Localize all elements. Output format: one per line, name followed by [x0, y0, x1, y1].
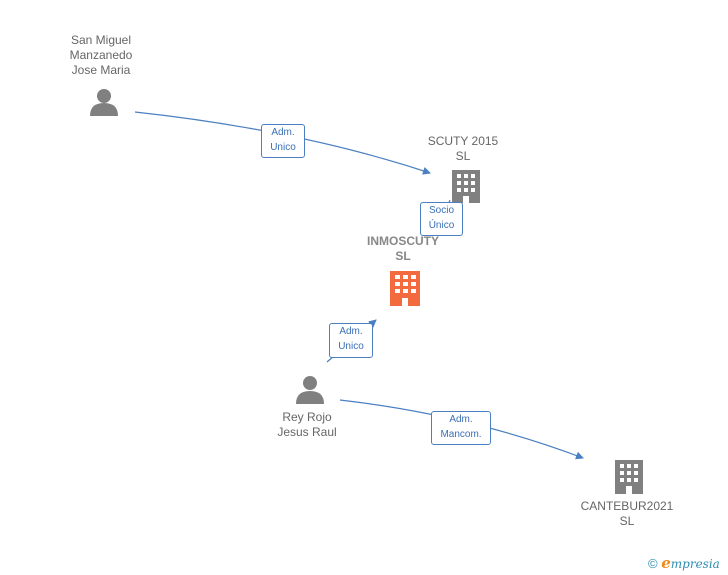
node-label-scuty-2015[interactable]: SCUTY 2015 SL — [427, 134, 499, 163]
building-icon[interactable] — [615, 460, 643, 494]
building-icon[interactable] — [452, 170, 480, 203]
brand-name: empresia — [661, 554, 720, 572]
building-icon[interactable] — [390, 271, 420, 306]
edge-label-adm-unico[interactable]: Adm. Unico — [329, 323, 373, 358]
edge-label-adm-unico[interactable]: Adm. Unico — [261, 124, 305, 158]
copyright-icon: © — [648, 556, 658, 571]
edge-label-socio-unico[interactable]: Socio Único — [420, 202, 463, 236]
node-label-san-miguel[interactable]: San Miguel Manzanedo Jose Maria — [69, 33, 133, 77]
node-label-inmoscuty[interactable]: INMOSCUTY SL — [367, 234, 439, 263]
node-label-cantebur[interactable]: CANTEBUR2021 SL — [580, 499, 674, 528]
edge-label-adm-mancom[interactable]: Adm. Mancom. — [431, 411, 491, 445]
person-icon[interactable] — [90, 89, 118, 116]
node-label-rey-rojo[interactable]: Rey Rojo Jesus Raul — [277, 410, 337, 439]
person-icon[interactable] — [296, 376, 324, 404]
empresia-logo: © empresia — [648, 554, 720, 572]
